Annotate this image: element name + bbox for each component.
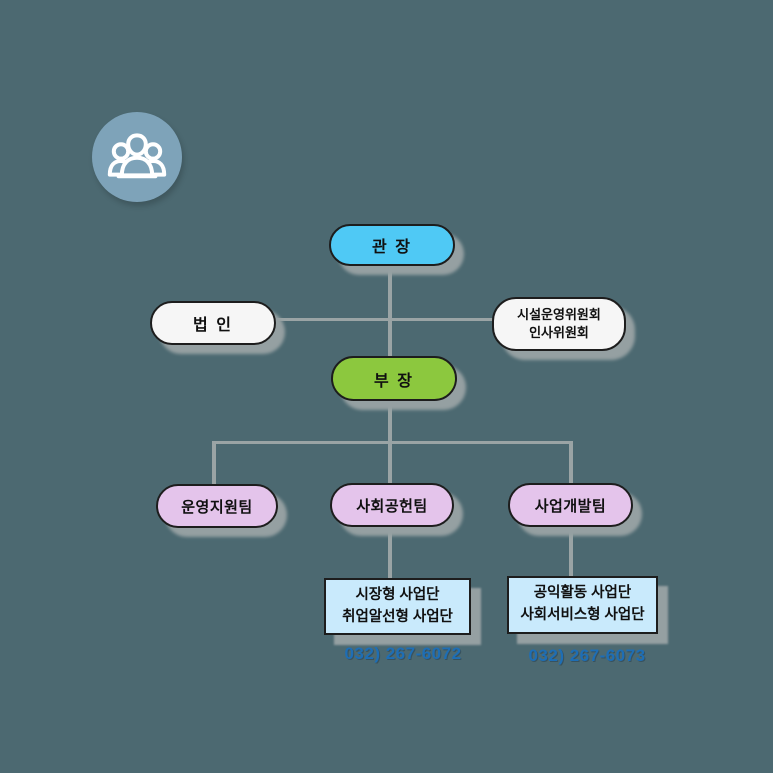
node-corporation: 법 인 [150,301,276,345]
people-group-glyph [107,133,167,179]
node-team-business-development: 사업개발팀 [508,483,633,527]
phone-unit-public: 032) 267-6073 [528,646,646,665]
node-team-operations: 운영지원팀 [156,484,278,528]
node-team-social-contribution-label: 사회공헌팀 [356,497,428,515]
node-committee-line1: 시설운영위원회 [517,307,601,323]
node-manager: 부 장 [331,356,457,401]
node-director: 관 장 [329,224,455,266]
connector-team-business-unit [569,522,573,577]
node-director-label: 관 장 [372,239,412,256]
node-team-social-contribution: 사회공헌팀 [330,483,454,527]
connector-drop-team-business [569,441,573,484]
node-team-business-development-label: 사업개발팀 [534,497,607,515]
node-unit-public-line1: 공익활동 사업단 [533,585,632,602]
connector-drop-team-operations [212,441,216,485]
connector-team-social-unit [388,522,392,579]
connector-corporation-committee [272,318,494,321]
node-committee-line2: 인사위원회 [529,325,589,340]
connector-drop-team-social [388,441,392,484]
connector-director-manager [388,262,392,358]
connector-teams-horizontal [212,441,573,444]
node-unit-public: 공익활동 사업단 사회서비스형 사업단 [507,576,658,634]
connector-manager-trunk [388,397,392,444]
people-group-icon [92,112,182,202]
node-corporation-label: 법 인 [193,317,233,334]
node-unit-market-line1: 시장형 사업단 [355,586,440,603]
node-unit-market: 시장형 사업단 취업알선형 사업단 [324,578,471,635]
node-manager-label: 부 장 [374,372,414,390]
node-team-operations-label: 운영지원팀 [181,498,253,516]
node-unit-market-line2: 취업알선형 사업단 [342,608,453,625]
phone-unit-market: 032) 267-6072 [344,644,462,663]
node-committee: 시설운영위원회 인사위원회 [492,297,626,351]
node-unit-public-line2: 사회서비스형 사업단 [520,607,645,623]
